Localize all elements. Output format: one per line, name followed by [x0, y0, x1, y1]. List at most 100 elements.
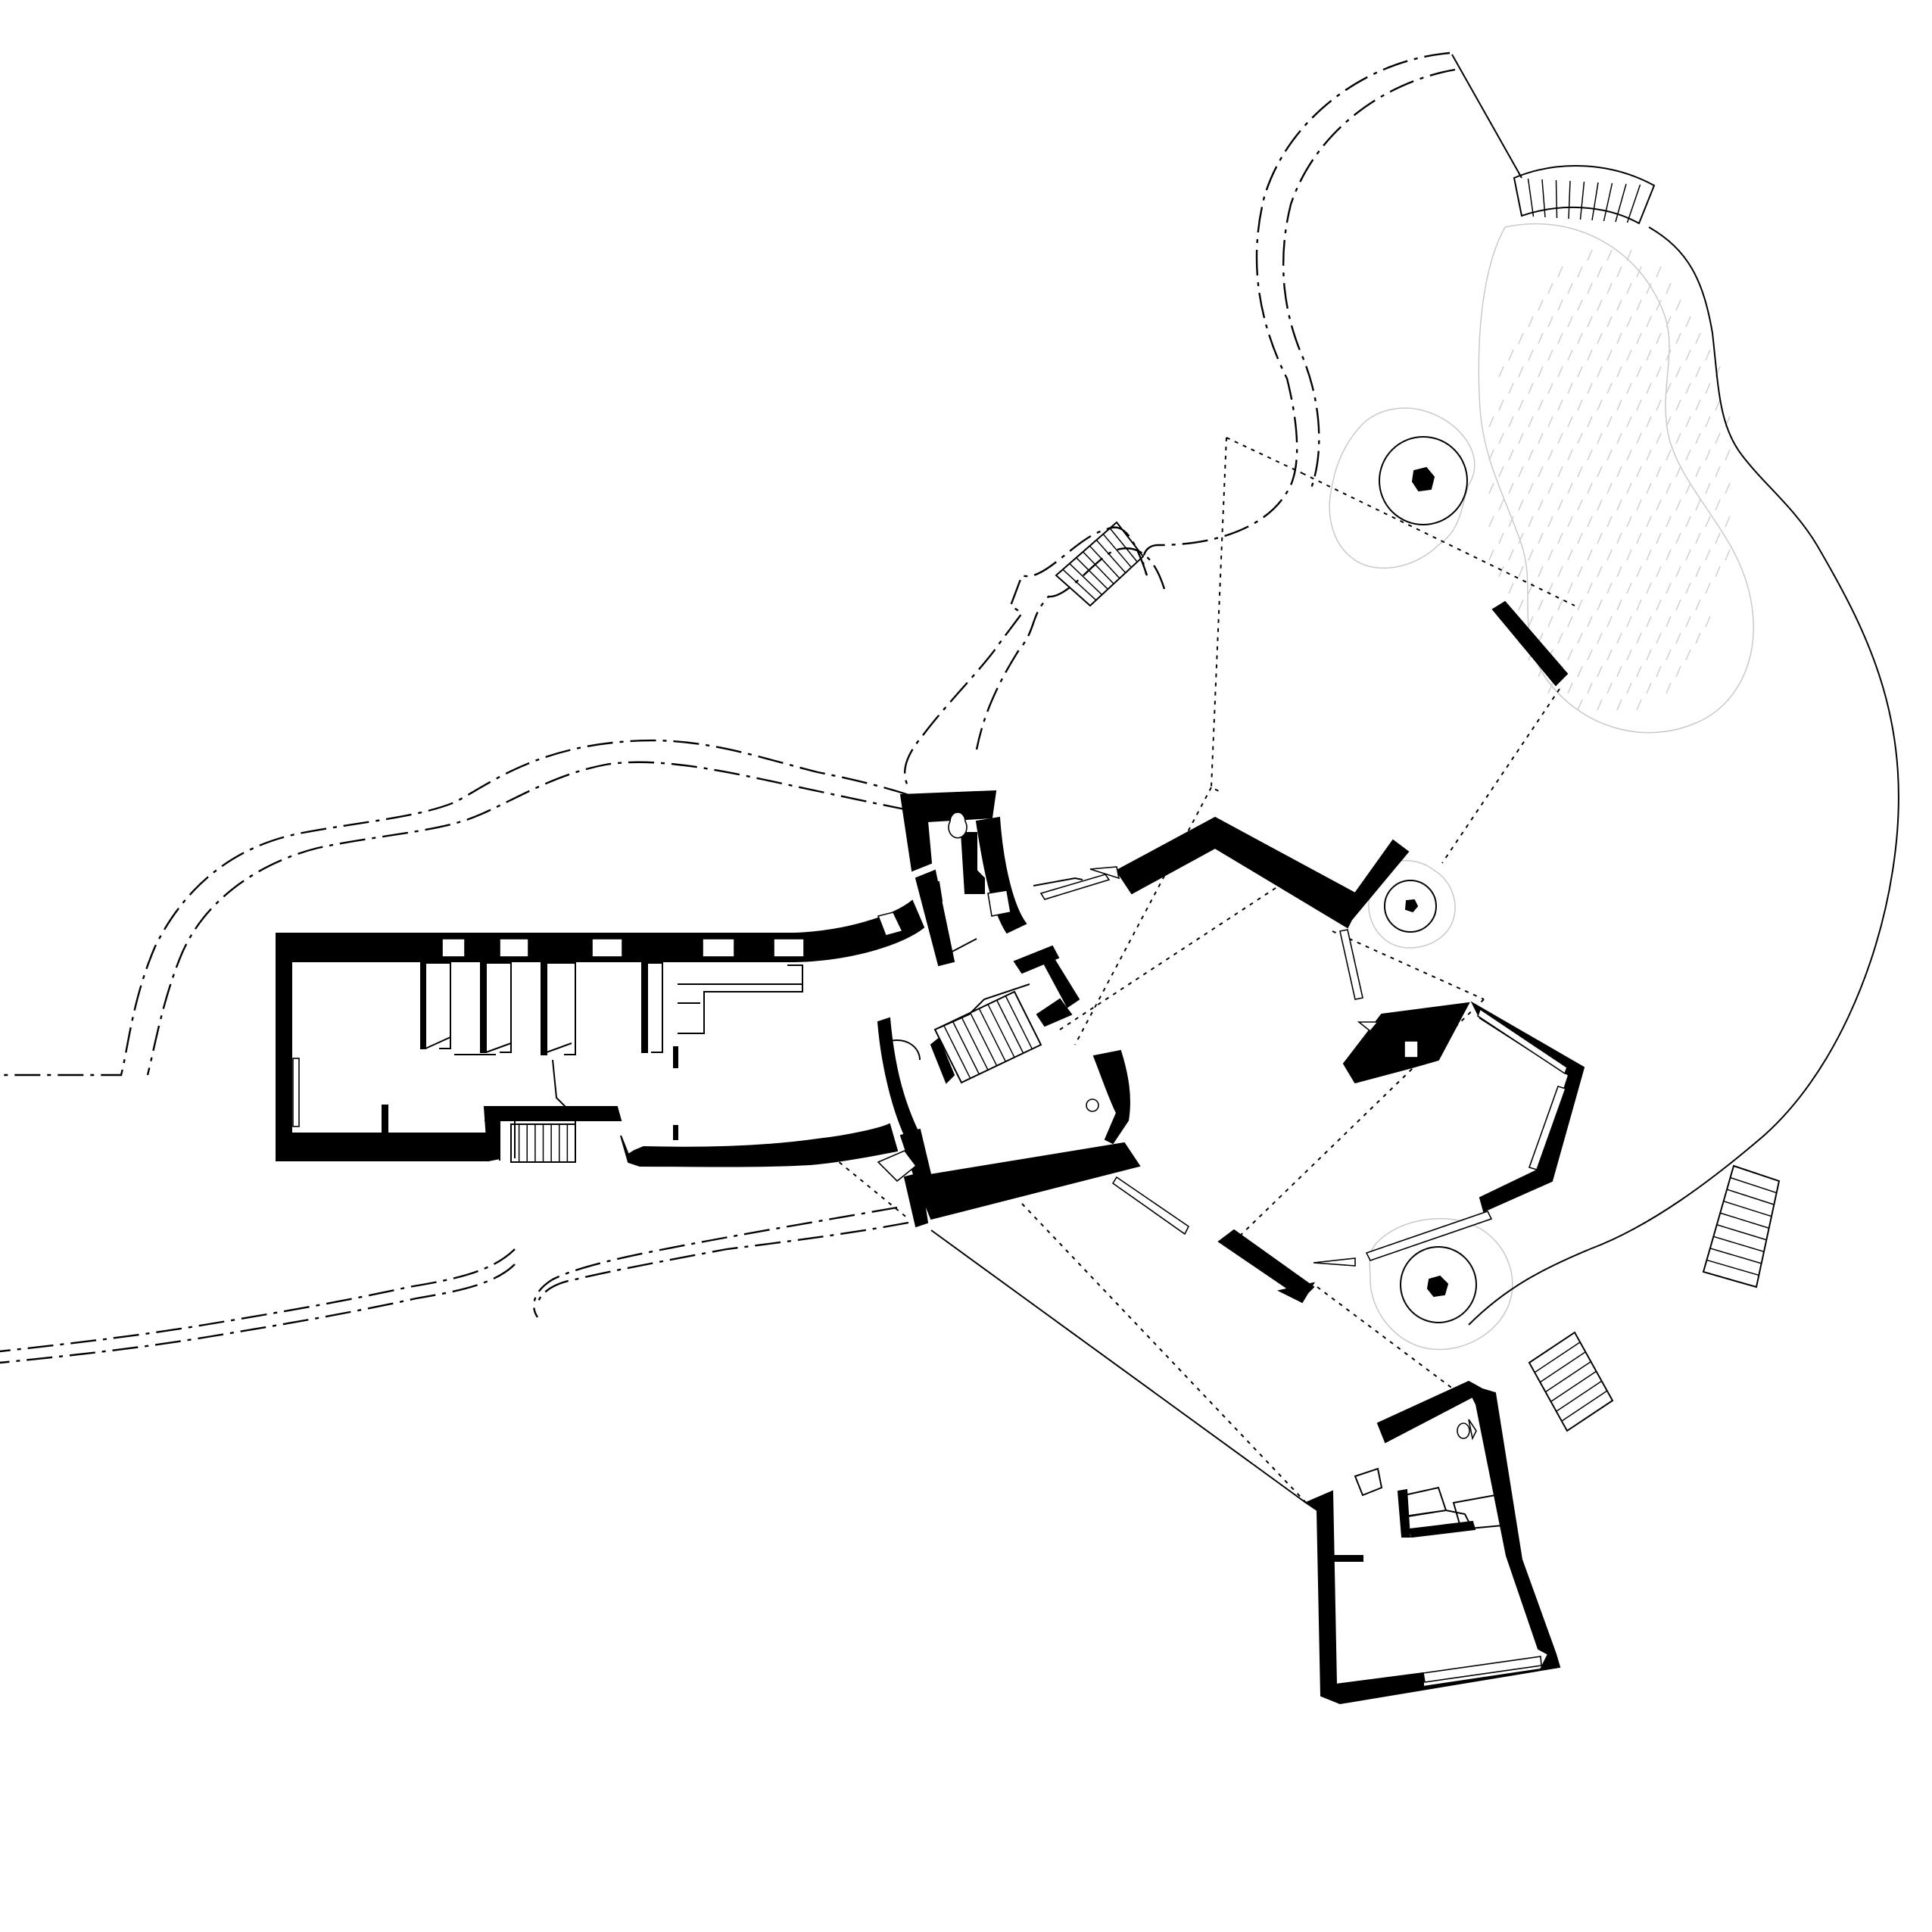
pond-hatch-mark: [1636, 299, 1642, 311]
stair-tread: [1069, 562, 1103, 596]
stair-tread: [1545, 1360, 1591, 1393]
stair-tread: [1102, 534, 1133, 568]
pond-hatch-mark: [1656, 499, 1662, 511]
pond-hatch-mark: [1567, 682, 1573, 694]
pond-hatch-mark: [1518, 399, 1524, 411]
pond-hatch-mark: [1656, 665, 1662, 678]
pond-hatch-mark: [1675, 366, 1681, 378]
stair-tread: [1719, 1212, 1769, 1229]
pond-hatch-mark: [1656, 532, 1662, 544]
pond-hatch-mark: [1705, 349, 1711, 361]
pond-hatch-mark: [1636, 266, 1642, 278]
pond-hatch-mark: [1646, 316, 1652, 328]
pond-hatch-mark: [1705, 582, 1711, 594]
pond-hatch-mark: [1695, 566, 1701, 578]
pond-hatch-mark: [1567, 382, 1573, 394]
pond-hatch-mark: [1508, 582, 1514, 594]
pond-hatch-mark: [1538, 499, 1544, 511]
stair-tread: [1083, 551, 1114, 584]
pond-hatch-mark: [1656, 266, 1662, 278]
pond-hatch-mark: [1597, 366, 1603, 378]
stair-tread: [1541, 179, 1546, 218]
pond-hatch-mark: [1705, 516, 1711, 528]
pond-hatch-mark: [1695, 332, 1701, 344]
pond-hatch-mark: [1538, 566, 1544, 578]
stair-tread: [987, 1004, 1015, 1058]
pond-hatch-mark: [1547, 349, 1553, 361]
stair-tread: [1568, 180, 1571, 220]
pond-hatching: [1488, 249, 1731, 711]
pond-hatch-mark: [1597, 665, 1603, 678]
pond-hatch-mark: [1498, 366, 1504, 378]
pond-hatch-mark: [1646, 349, 1652, 361]
pond-hatch-mark: [1606, 349, 1613, 361]
pond-hatch-mark: [1616, 266, 1622, 278]
pond-hatch-mark: [1547, 482, 1553, 494]
stair-tread: [952, 1021, 980, 1075]
pond-hatch-mark: [1725, 516, 1731, 528]
tree-upper: [1329, 407, 1475, 569]
central-block: [877, 600, 1585, 1304]
pond-hatch-mark: [1557, 366, 1563, 378]
pond-hatch-mark: [1528, 449, 1534, 461]
pond-hatch-mark: [1646, 682, 1652, 694]
pond-hatch-mark: [1547, 682, 1553, 694]
pond-hatch-mark: [1636, 332, 1642, 344]
stair-tread: [969, 1012, 998, 1067]
stair-tread: [1723, 1200, 1772, 1217]
pond-hatch-mark: [1606, 582, 1613, 594]
pond-hatch-mark: [1695, 599, 1701, 611]
pond-hatch-mark: [1656, 566, 1662, 578]
pond-hatch-mark: [1606, 682, 1613, 694]
pond-hatch-mark: [1587, 416, 1593, 428]
pond-hatch-mark: [1587, 382, 1593, 394]
pond-hatch-mark: [1577, 466, 1583, 478]
pond-hatch-mark: [1616, 399, 1622, 411]
pond-hatch-mark: [1597, 566, 1603, 578]
pond-hatch-mark: [1646, 416, 1652, 428]
pond-hatch-mark: [1538, 366, 1544, 378]
pond-hatch-mark: [1715, 532, 1721, 544]
pond-hatch-mark: [1557, 432, 1563, 444]
pond-hatch-mark: [1577, 332, 1583, 344]
pond-hatch-mark: [1538, 332, 1544, 344]
pond-hatch-mark: [1547, 516, 1553, 528]
pond-hatch-mark: [1675, 432, 1681, 444]
window-openings-top: [441, 911, 904, 958]
pond-hatch-mark: [1626, 316, 1632, 328]
site-landscape: [0, 51, 1899, 1507]
stair-tread: [1709, 1248, 1762, 1264]
pond-hatch-mark: [1685, 582, 1691, 594]
stair-tread: [1550, 1370, 1597, 1403]
pond-hatch-mark: [1587, 282, 1593, 294]
pond-hatch-mark: [1597, 599, 1603, 611]
pond-hatch-mark: [1656, 432, 1662, 444]
pond-hatch-mark: [1656, 466, 1662, 478]
pond-hatch-mark: [1587, 249, 1593, 261]
pond-hatch-mark: [1488, 549, 1494, 561]
pond-hatch-mark: [1675, 665, 1681, 678]
pond-hatch-mark: [1606, 282, 1613, 294]
pond-hatch-mark: [1636, 599, 1642, 611]
pond-hatch-mark: [1666, 416, 1672, 428]
window-west: [292, 1058, 300, 1127]
pond-hatch-mark: [1567, 282, 1573, 294]
pond-hatch-mark: [1626, 416, 1632, 428]
stair-tread: [978, 1008, 1007, 1062]
pond-hatch-mark: [1528, 482, 1534, 494]
pond-hatch-mark: [1725, 549, 1731, 561]
pond-hatch-mark: [1577, 266, 1583, 278]
pond-hatch-mark: [1577, 499, 1583, 511]
pond-hatch-mark: [1587, 482, 1593, 494]
pond-hatch-mark: [1666, 282, 1672, 294]
stair-tread: [1534, 1341, 1581, 1373]
pond-hatch-mark: [1685, 615, 1691, 628]
pond-hatch-mark: [1498, 566, 1504, 578]
pond-hatch-mark: [1547, 549, 1553, 561]
pond-hatch-mark: [1567, 549, 1573, 561]
pond-hatch-mark: [1666, 516, 1672, 528]
pond-hatch-mark: [1636, 665, 1642, 678]
pond-hatch-mark: [1508, 349, 1514, 361]
pond-hatch-mark: [1636, 466, 1642, 478]
pond-hatch-mark: [1557, 266, 1563, 278]
